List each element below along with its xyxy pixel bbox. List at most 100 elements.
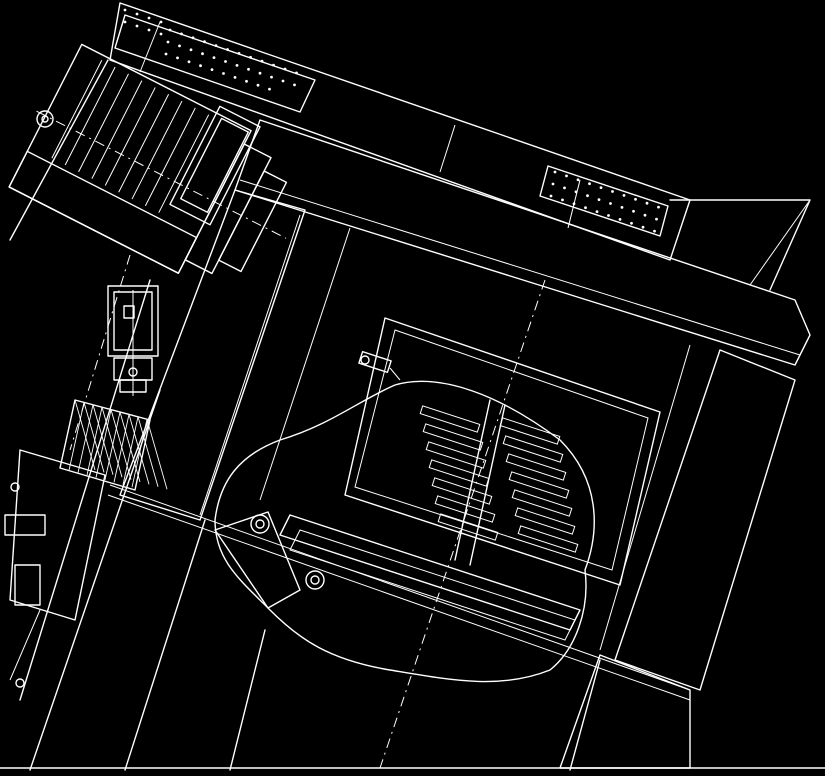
vent-dot	[588, 182, 591, 186]
vent-dot	[551, 182, 555, 186]
motor-assembly	[8, 43, 288, 275]
vent-dot	[584, 206, 587, 210]
vent-dot	[270, 75, 273, 79]
vent-dot	[609, 202, 612, 205]
motor-base	[8, 150, 198, 274]
vent-dot	[657, 205, 660, 209]
vent-dot	[180, 32, 183, 36]
vent-dot	[235, 64, 239, 67]
vent-dot	[597, 198, 601, 202]
vent-dot	[249, 55, 252, 59]
vent-dot	[237, 52, 241, 55]
vent-dot	[260, 59, 264, 63]
electrode-plate	[511, 489, 573, 517]
main-frame	[0, 59, 825, 771]
vent-dot	[611, 190, 614, 193]
vent-dot	[135, 12, 139, 16]
insulation-block	[59, 399, 168, 491]
vent-dot	[159, 20, 163, 24]
vent-dot	[595, 210, 599, 214]
vent-dot	[164, 52, 168, 56]
vent-dot	[212, 56, 216, 59]
valve-fitting	[358, 350, 401, 381]
vent-dot	[561, 198, 564, 202]
vent-dot	[214, 44, 218, 47]
vent-dot	[147, 16, 151, 20]
vent-dot	[643, 213, 647, 217]
electrode-plate	[508, 471, 570, 499]
motor-cooling-fins	[51, 59, 210, 213]
vent-dot	[599, 186, 603, 190]
pivot-lower	[305, 570, 325, 590]
vent-dot	[178, 44, 181, 48]
electrode-plate	[502, 435, 564, 463]
vent-dot	[199, 64, 202, 68]
vent-dot	[634, 197, 637, 201]
vent-dot	[226, 48, 229, 51]
vent-dot	[222, 72, 225, 75]
vent-dot	[549, 194, 553, 198]
vent-dot	[258, 71, 262, 75]
vent-dot	[233, 76, 237, 79]
pump-unit	[107, 285, 159, 396]
vent-dot	[281, 79, 285, 83]
vent-dot	[565, 174, 568, 178]
vent-dot	[293, 83, 296, 87]
vent-dot	[272, 63, 275, 67]
vent-dot	[256, 83, 260, 87]
vent-dot	[641, 225, 645, 229]
vent-dot	[607, 214, 610, 217]
vent-dot	[268, 87, 271, 91]
vent-dot	[224, 60, 227, 63]
vent-dot	[630, 221, 633, 225]
electrode-plate	[437, 513, 499, 541]
ventilation-dots	[123, 8, 660, 233]
cutaway-section	[214, 317, 661, 683]
lifting-eye	[36, 110, 54, 128]
upper-frame	[109, 2, 691, 261]
vent-dot	[176, 56, 179, 60]
vent-dot	[210, 68, 214, 71]
vent-dot	[622, 194, 626, 197]
vent-dot	[632, 209, 635, 213]
vent-dot	[655, 217, 658, 221]
vent-dot	[574, 190, 578, 194]
vent-dot	[245, 79, 248, 83]
electrode-plate	[419, 405, 481, 433]
vent-dot	[123, 8, 127, 12]
vent-dot	[586, 194, 589, 198]
vent-dot	[576, 178, 580, 182]
vent-dot	[147, 28, 151, 32]
vent-dot	[189, 48, 193, 52]
electrode-plate	[517, 525, 579, 553]
pivot-upper	[250, 514, 270, 534]
electrode-plate	[434, 495, 496, 523]
vent-dot	[295, 71, 298, 75]
vent-dot	[247, 67, 250, 71]
vent-dot	[553, 170, 557, 174]
vent-dot	[645, 201, 649, 205]
vent-dot	[187, 60, 191, 64]
vent-dot	[135, 24, 139, 28]
left-clamp	[4, 449, 106, 688]
electrode-plate	[499, 417, 561, 445]
vent-dot	[201, 52, 204, 56]
vent-dot	[168, 28, 172, 32]
vent-dot	[618, 218, 622, 221]
vent-dot	[123, 20, 127, 24]
electrode-plate	[505, 453, 567, 481]
vent-dot	[620, 206, 624, 209]
vent-dot	[653, 229, 656, 233]
electrode-plate	[514, 507, 576, 535]
electrode-plate	[431, 477, 493, 505]
vent-dot	[572, 202, 576, 206]
electrode-plate	[422, 423, 484, 451]
vent-dot	[159, 32, 163, 36]
vent-dot	[283, 67, 287, 71]
vent-dot	[191, 36, 195, 40]
vent-dot	[166, 40, 170, 44]
vent-dot	[203, 40, 206, 44]
electrode-plate	[425, 441, 487, 469]
vent-dot	[563, 186, 566, 190]
